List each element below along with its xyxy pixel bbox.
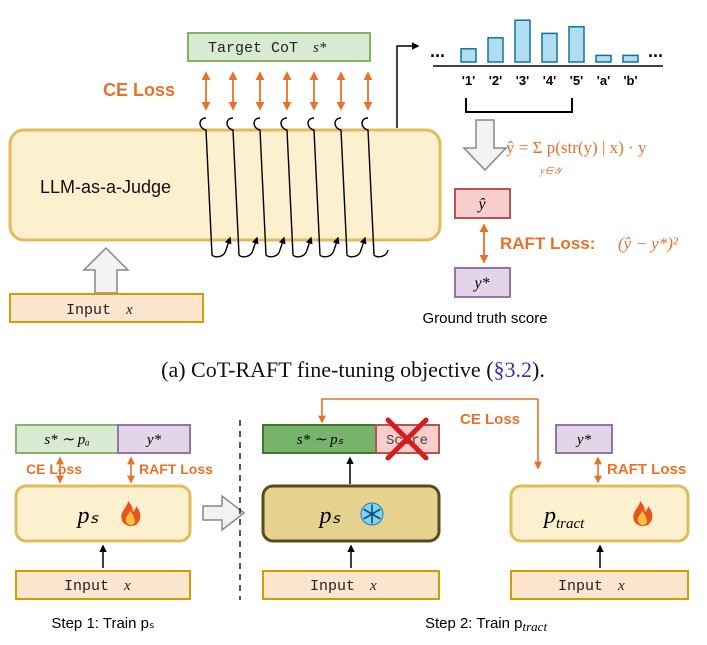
target-cot-box: Target CoT s*: [187, 32, 371, 62]
step2-input-label: Input: [310, 578, 355, 595]
step2-frozen-model-box: [261, 484, 441, 543]
svg-text:Target CoT s*: Target CoT s*: [208, 40, 327, 57]
step2-caption: Step 2: Train ptract: [425, 615, 548, 634]
step2-input-box: Input x: [262, 570, 440, 600]
step1-raft-loss-label: RAFT Loss: [139, 461, 213, 477]
step2-y-star-box: [555, 424, 613, 454]
step2-cot-box: [262, 424, 377, 454]
distribution-token-label: 'a': [597, 73, 610, 88]
expected-score-formula: ŷ = Σ p(str(y) | x) · y y∈𝒴: [506, 138, 647, 177]
distribution-token-label: '3': [516, 73, 529, 88]
y-star-label-top: y*: [472, 275, 489, 292]
step2-cot-label: s* ∼ pₛ: [297, 432, 344, 448]
distribution-bar: [595, 54, 612, 63]
formula-sum-sub: y∈𝒴: [539, 166, 564, 177]
llm-judge-label: LLM-as-a-Judge: [40, 177, 171, 197]
target-cot-label: Target CoT: [208, 40, 298, 57]
snowflake-icon: [360, 502, 384, 526]
svg-text:Input x: Input x: [310, 578, 377, 595]
step1-y-star-label: y*: [145, 432, 162, 448]
y-hat-box: [454, 188, 511, 219]
step1-input-symbol: x: [123, 578, 131, 594]
tract-model-sub: tract: [556, 516, 585, 532]
svg-text:Input x: Input x: [64, 578, 131, 595]
raft-loss-label-top: RAFT Loss:: [500, 234, 595, 253]
fire-icon-tract: [633, 501, 653, 526]
distribution-token-labels: '1' '2' '3' '4' '5' 'a' 'b': [462, 73, 638, 88]
step1-model-label: pₛ: [76, 503, 100, 529]
step2-input-symbol: x: [369, 578, 377, 594]
distribution-token-label: '5': [570, 73, 583, 88]
distribution-bar: [541, 32, 558, 63]
step2-caption-prefix: Step 2: Train p: [425, 615, 523, 632]
input-label-top: Input: [66, 302, 111, 319]
tract-input-box: Input x: [510, 570, 689, 600]
caption-a: (a) CoT-RAFT fine-tuning objective (§3.2…: [161, 357, 545, 382]
distribution-token-label: 'b': [623, 73, 637, 88]
input-up-arrow-top: [82, 246, 130, 294]
distribution-bar: [622, 54, 639, 63]
cross-icon: [385, 417, 429, 461]
tract-input-symbol: x: [617, 578, 625, 594]
step1-input-box: Input x: [15, 570, 191, 600]
input-box-top: Input x: [9, 293, 204, 323]
step-transition-arrow: [202, 494, 246, 532]
autoregressive-loops: [199, 117, 389, 258]
aggregate-down-arrow: [462, 119, 508, 172]
step1-caption: Step 1: Train pₛ: [51, 615, 154, 632]
dist-ellipsis-left: ...: [430, 41, 445, 61]
tract-input-label: Input: [558, 578, 603, 595]
step2-ce-arrow: [318, 398, 542, 470]
step2-caption-sub: tract: [523, 619, 548, 634]
distribution-bar: [514, 19, 531, 63]
distribution-bar: [460, 48, 477, 63]
tract-model-p: p: [542, 503, 556, 529]
dist-ellipsis-right: ...: [648, 41, 663, 61]
target-cot-symbol: s*: [313, 40, 327, 56]
distribution-token-label: '4': [543, 73, 556, 88]
caption-a-prefix: (a) CoT-RAFT fine-tuning objective (: [161, 357, 493, 382]
step1-y-star-box: [117, 424, 191, 454]
score-bracket: [465, 98, 573, 113]
y-star-box-top: [454, 267, 511, 298]
raft-loss-formula: (ŷ − y*)²: [618, 234, 679, 253]
step1-cot-label: s* ∼ pₐ: [44, 432, 89, 448]
ce-loss-arrows-top: [201, 71, 373, 111]
step1-ce-loss-label: CE Loss: [26, 461, 82, 477]
tract-model-box: [509, 484, 690, 543]
ce-loss-label-top: CE Loss: [103, 80, 175, 100]
formula-text: ŷ = Σ p(str(y) | x) · y: [506, 138, 647, 157]
step2-frozen-model-label: pₛ: [318, 503, 342, 529]
distribution-bar: [568, 26, 585, 63]
ground-truth-label: Ground truth score: [422, 310, 547, 327]
step2-ce-loss-label: CE Loss: [460, 411, 520, 428]
svg-text:Input x: Input x: [66, 302, 133, 319]
to-distribution-arrow: [396, 42, 420, 128]
step1-model-box: [14, 484, 192, 543]
input-symbol-top: x: [125, 302, 133, 318]
step2-raft-loss-label: RAFT Loss: [607, 461, 686, 478]
tract-model-label: ptract: [542, 503, 585, 532]
step2-y-star-label: y*: [575, 432, 592, 448]
distribution-bars: [460, 19, 639, 63]
caption-a-suffix: ).: [532, 357, 545, 382]
distribution-token-label: '2': [489, 73, 502, 88]
distribution-bar: [487, 37, 504, 63]
step1-input-label: Input: [64, 578, 109, 595]
distribution-token-label: '1': [462, 73, 475, 88]
fire-icon: [121, 501, 141, 526]
caption-a-link[interactable]: §3.2: [494, 357, 533, 382]
y-hat-label: ŷ: [476, 196, 486, 213]
svg-text:Input x: Input x: [558, 578, 625, 595]
